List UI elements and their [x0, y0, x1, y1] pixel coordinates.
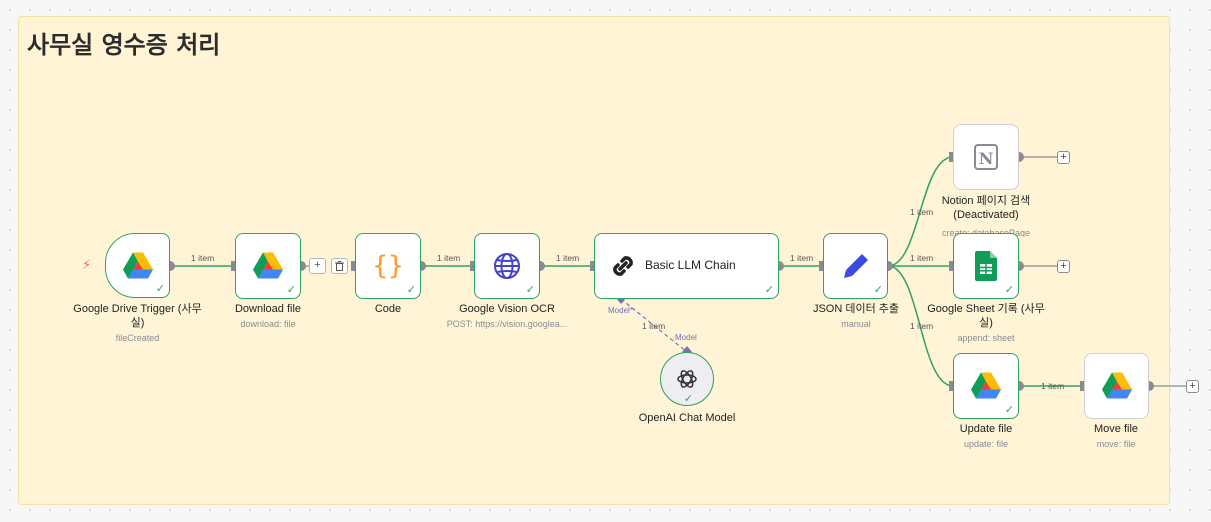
node-move-file[interactable]	[1084, 353, 1149, 419]
edge-json-update	[887, 265, 954, 387]
edge-item-count: 1 item	[910, 207, 934, 217]
trigger-bolt-icon: ⚡	[82, 257, 92, 272]
node-subtitle: move: file	[1096, 439, 1136, 449]
success-check-icon: ✓	[683, 393, 693, 405]
edge-item-count: 1 item	[1041, 381, 1065, 391]
success-check-icon: ✓	[286, 284, 296, 296]
edge-json-notion	[887, 156, 954, 267]
node-subtitle: update: file	[963, 439, 1009, 449]
svg-text:N: N	[979, 149, 994, 168]
node-label: Notion 페이지 검색 (Deactivated)	[941, 195, 1031, 221]
add-node-button[interactable]: +	[1057, 260, 1070, 273]
openai-icon	[677, 370, 697, 388]
node-basic-llm-chain[interactable]: Basic LLM Chain ✓	[594, 233, 779, 299]
code-braces-icon: {}	[373, 251, 403, 281]
node-label: JSON 데이터 추출	[812, 303, 900, 315]
google-drive-icon	[253, 252, 283, 279]
model-port-label: Model	[675, 333, 697, 342]
workflow-title: 사무실 영수증 처리	[27, 31, 221, 59]
success-check-icon: ✓	[155, 283, 165, 295]
link-chain-icon	[613, 256, 633, 276]
node-label: Update file	[959, 423, 1013, 435]
success-check-icon: ✓	[1004, 404, 1014, 416]
node-code[interactable]: {} ✓	[355, 233, 421, 299]
google-drive-icon	[1101, 372, 1132, 399]
google-drive-icon	[122, 252, 153, 278]
edge-item-count: 1 item	[556, 253, 580, 263]
node-label: Google Drive Trigger (사무실)	[73, 303, 202, 329]
success-check-icon: ✓	[1004, 284, 1014, 296]
notion-icon: N	[974, 144, 998, 170]
node-notion-search[interactable]: N	[953, 124, 1019, 190]
node-label: OpenAI Chat Model	[638, 412, 736, 424]
add-node-button[interactable]: +	[309, 258, 326, 274]
node-subtitle: fileCreated	[115, 333, 160, 343]
pen-icon	[843, 254, 868, 278]
success-check-icon: ✓	[525, 284, 535, 296]
edge-item-count: 1 item	[910, 321, 934, 331]
success-check-icon: ✓	[873, 284, 883, 296]
node-label: Code	[374, 303, 402, 315]
delete-connection-button[interactable]	[331, 258, 348, 274]
edge-item-count: 1 item	[790, 253, 814, 263]
node-google-vision-ocr[interactable]: ✓	[474, 233, 540, 299]
node-update-file[interactable]: ✓	[953, 353, 1019, 419]
node-label: Move file	[1093, 423, 1139, 435]
edge-item-count: 1 item	[910, 253, 934, 263]
node-subtitle: POST: https://vision.googlea...	[446, 319, 568, 329]
google-sheets-icon	[975, 251, 997, 281]
model-port-label: Model*	[608, 306, 633, 315]
success-check-icon: ✓	[406, 284, 416, 296]
node-google-sheet[interactable]: ✓	[953, 233, 1019, 299]
add-node-button[interactable]: +	[1186, 380, 1199, 393]
node-subtitle: create: databasePage	[941, 228, 1030, 237]
trash-icon	[335, 261, 344, 271]
edge-item-count: 1 item	[191, 253, 215, 263]
svg-text:{}: {}	[373, 251, 403, 281]
google-drive-icon	[971, 372, 1001, 399]
node-label: Google Vision OCR	[459, 303, 555, 315]
edge-item-count: 1 item	[437, 253, 461, 263]
node-label: Download file	[234, 303, 302, 315]
node-subtitle: append: sheet	[957, 333, 1015, 343]
node-subtitle: download: file	[240, 319, 296, 329]
node-download-file[interactable]: ✓	[235, 233, 301, 299]
node-google-drive-trigger[interactable]: ✓	[105, 233, 170, 298]
edge-item-count: 1 item	[642, 321, 666, 331]
success-check-icon: ✓	[764, 284, 774, 296]
node-label: Google Sheet 기록 (사무실)	[927, 303, 1045, 329]
add-node-button[interactable]: +	[1057, 151, 1070, 164]
edge-model-link	[620, 298, 688, 353]
globe-icon	[494, 253, 520, 279]
node-subtitle: manual	[841, 319, 871, 329]
node-json-extract[interactable]: ✓	[823, 233, 888, 299]
node-title: Basic LLM Chain	[645, 258, 736, 272]
node-openai-chat-model[interactable]: ✓	[660, 352, 714, 406]
